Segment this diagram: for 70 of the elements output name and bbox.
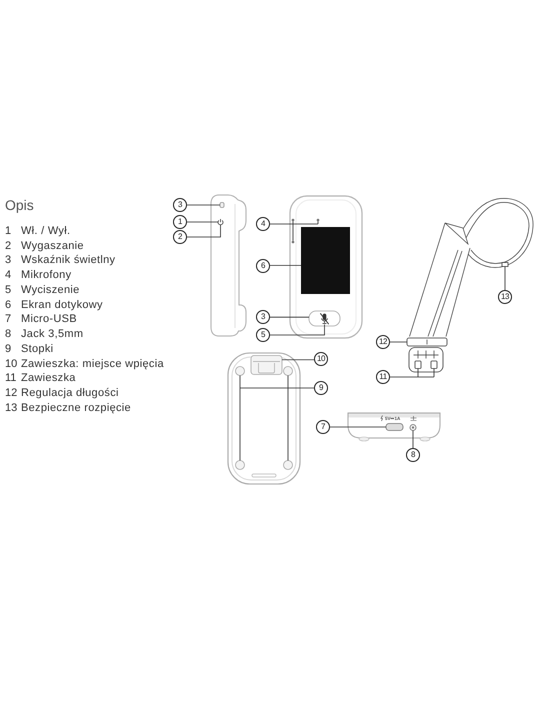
- list-item-text: Wygaszanie: [21, 240, 85, 253]
- list-number: 9: [5, 342, 12, 356]
- callout-number: 2: [173, 230, 187, 244]
- leader-line: [270, 265, 302, 266]
- list-number: 4: [5, 269, 12, 282]
- indicator-light: [220, 202, 224, 208]
- leader-line: [412, 430, 414, 448]
- rubber-foot: [235, 460, 245, 470]
- list-number: 5: [5, 284, 12, 297]
- callout-number: 1: [173, 215, 187, 229]
- list-number: 2: [5, 240, 12, 253]
- list-item-text: Zawieszka: miejsce wpięcia: [21, 358, 164, 371]
- mute-button: [308, 310, 340, 326]
- usb-port: [386, 423, 404, 431]
- rubber-foot: [283, 366, 293, 376]
- lanyard-mount: [250, 355, 282, 375]
- rubber-foot: [283, 460, 293, 470]
- leader-line: [330, 426, 386, 428]
- list-item-text: Zawieszka: [21, 372, 77, 386]
- callout-number: 5: [256, 328, 270, 342]
- list-item-text: Mikrofony: [21, 269, 72, 282]
- list-number: 3: [5, 254, 12, 268]
- leader-line: [270, 316, 310, 318]
- buckle: [408, 347, 444, 372]
- touch-screen: [301, 227, 350, 294]
- callout-number: 4: [256, 217, 270, 231]
- list-number: 8: [5, 328, 12, 342]
- callout-number: 3: [256, 310, 270, 324]
- rubber-foot: [235, 366, 245, 376]
- leader-line: [270, 324, 325, 336]
- callout-number: 9: [314, 381, 328, 395]
- list-item-text: Micro-USB: [21, 313, 78, 326]
- microphone-hole: [292, 218, 294, 222]
- leader-line: [292, 220, 294, 224]
- list-number: 6: [5, 298, 12, 312]
- callout-number: 8: [406, 448, 420, 462]
- leader-line: [292, 224, 294, 242]
- list-number: 1: [5, 224, 12, 238]
- callout-number: 10: [314, 352, 328, 366]
- list-item-text: Wskaźnik świetlny: [21, 254, 116, 268]
- list-item-text: Wł. / Wył.: [21, 224, 72, 238]
- length-adjuster: [406, 338, 448, 346]
- callout-number: 11: [376, 370, 390, 384]
- microphone-hole: [316, 218, 320, 222]
- leader-line: [390, 376, 434, 378]
- list-number: 12: [5, 387, 18, 400]
- leader-line: [186, 204, 220, 206]
- list-number: 7: [5, 313, 12, 326]
- clip-hook: [414, 360, 422, 369]
- list-item-text: Ekran dotykowy: [21, 298, 104, 312]
- list-item-text: Jack 3,5mm: [21, 328, 84, 342]
- callout-number: 7: [316, 420, 330, 434]
- leader-line: [186, 224, 221, 238]
- callout-number: 6: [256, 259, 270, 273]
- list-item-text: Stopki: [21, 342, 54, 356]
- clip-hook: [430, 360, 438, 369]
- microphone-hole: [292, 240, 294, 244]
- power-icon: [218, 218, 224, 226]
- list-item-text: Wyciszenie: [21, 284, 81, 297]
- list-item-text: Regulacja długości: [21, 387, 120, 400]
- list-number: 11: [5, 372, 18, 386]
- list-number: 13: [5, 402, 18, 415]
- audio-jack: [410, 424, 416, 431]
- heading: Opis: [5, 197, 34, 214]
- leader-line: [282, 359, 314, 360]
- muted-microphone-icon: [320, 312, 330, 325]
- callout-number: 12: [376, 335, 390, 349]
- list-number: 10: [5, 358, 18, 371]
- list-item-text: Bezpieczne rozpięcie: [21, 402, 132, 415]
- callout-number: 3: [173, 198, 187, 212]
